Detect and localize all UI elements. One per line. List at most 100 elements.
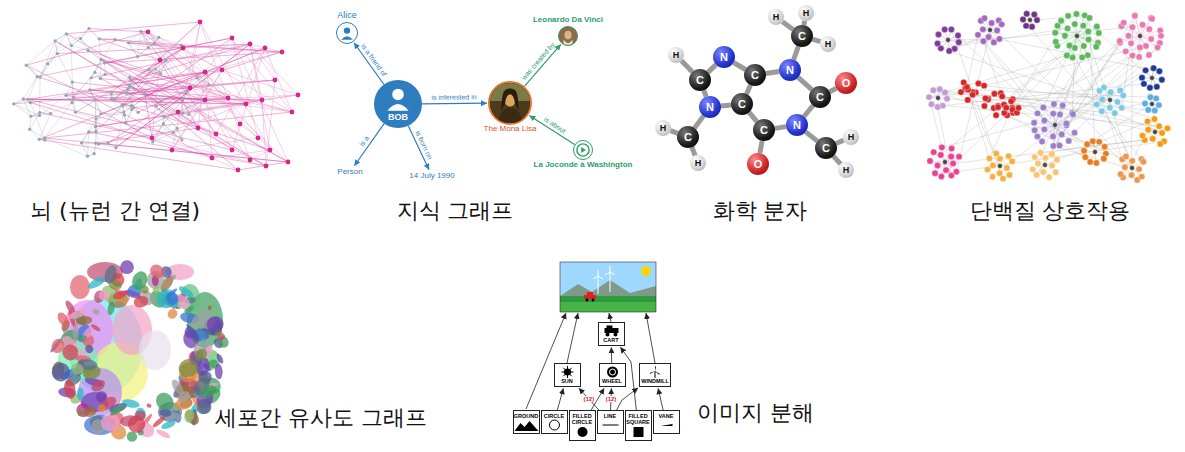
caption: 단백질 상호작용 bbox=[970, 198, 1131, 224]
interaction-line bbox=[1053, 18, 1089, 146]
protein-dot bbox=[1147, 94, 1153, 100]
path-shape bbox=[660, 424, 672, 426]
atom-symbol: C bbox=[751, 70, 759, 81]
neuron-dot bbox=[38, 114, 41, 117]
literal-node: Person bbox=[336, 167, 363, 178]
protein-dot bbox=[1009, 158, 1015, 164]
protein-dot bbox=[950, 160, 956, 166]
neuron-dot bbox=[163, 115, 166, 118]
cell-cluster bbox=[102, 264, 118, 285]
interaction-line bbox=[1099, 142, 1132, 168]
circle-shape bbox=[641, 266, 651, 276]
interaction-line bbox=[1038, 57, 1082, 163]
cell-cluster bbox=[49, 337, 66, 356]
atom-symbol: C bbox=[738, 99, 746, 110]
part-icon bbox=[640, 366, 670, 378]
neuron-link bbox=[190, 88, 228, 98]
protein-dot bbox=[948, 26, 954, 32]
atom-circle: H bbox=[668, 47, 684, 63]
cell-cluster bbox=[129, 269, 150, 292]
neuron-dot bbox=[210, 156, 215, 161]
neuron-link bbox=[265, 48, 292, 112]
protein-dot bbox=[991, 91, 997, 97]
neuron-dot bbox=[273, 78, 278, 83]
edge-label: is interested in bbox=[431, 94, 478, 101]
protein-dot bbox=[1042, 155, 1048, 161]
protein-dot bbox=[1069, 54, 1075, 60]
rect-shape bbox=[584, 295, 596, 299]
protein-dot bbox=[1008, 98, 1014, 104]
path-shape bbox=[650, 366, 660, 375]
protein-dot bbox=[1129, 158, 1135, 164]
neuron-link bbox=[26, 65, 212, 158]
neuron-dot bbox=[260, 98, 265, 103]
protein-dot bbox=[1112, 110, 1118, 116]
neuron-dot bbox=[106, 141, 109, 144]
composition-line bbox=[567, 313, 578, 363]
interaction-line bbox=[945, 92, 1097, 104]
protein-dot bbox=[985, 34, 991, 40]
cell-cluster bbox=[192, 347, 209, 364]
part-box: FILLED CIRCLE bbox=[569, 410, 596, 441]
neuron-dot bbox=[64, 94, 67, 97]
neuron-dot bbox=[126, 88, 129, 91]
protein-dot bbox=[1096, 139, 1102, 145]
protein-dot bbox=[1159, 77, 1165, 83]
neuron-dot bbox=[93, 71, 96, 74]
cell-cluster bbox=[63, 379, 78, 400]
protein-dot bbox=[995, 104, 1001, 110]
protein-dot bbox=[932, 170, 938, 176]
protein-dot bbox=[928, 101, 934, 107]
protein-dot bbox=[1150, 65, 1156, 71]
entity-circle: La Joconde à Washington bbox=[573, 140, 593, 160]
neuron-link bbox=[96, 48, 183, 131]
atom-symbol: H bbox=[773, 13, 780, 22]
neuron-dot bbox=[162, 122, 165, 125]
protein-dot bbox=[1081, 43, 1087, 49]
interaction-line bbox=[1072, 70, 1145, 113]
neuron-link bbox=[160, 60, 198, 128]
protein-dot bbox=[1158, 33, 1164, 39]
atom-circle: O bbox=[747, 153, 769, 175]
protein-dot bbox=[1058, 18, 1064, 24]
protein-dot bbox=[1145, 107, 1151, 113]
neuron-dot bbox=[187, 113, 190, 116]
neuron-dot bbox=[103, 61, 106, 64]
neuron-dot bbox=[214, 132, 219, 137]
brain-network bbox=[12, 20, 300, 173]
protein-dot bbox=[975, 32, 981, 38]
cell-cluster bbox=[152, 389, 177, 414]
neuron-link bbox=[45, 138, 88, 156]
neuron-dot bbox=[147, 68, 150, 71]
neuron-dot bbox=[244, 102, 249, 107]
neuron-dot bbox=[113, 98, 116, 101]
part-label: VANE bbox=[654, 413, 679, 419]
entity-icon bbox=[490, 83, 530, 123]
neuron-link bbox=[66, 34, 288, 162]
protein-dot bbox=[1034, 133, 1040, 139]
interaction-line bbox=[997, 30, 1142, 176]
interaction-line bbox=[1067, 68, 1154, 125]
neuron-dot bbox=[256, 136, 261, 141]
protein-dot bbox=[1154, 84, 1160, 90]
part-label: WHEEL bbox=[600, 378, 625, 384]
protein-dot bbox=[1149, 16, 1155, 22]
cell-cluster bbox=[215, 353, 224, 365]
interaction-line bbox=[1004, 105, 1122, 160]
circle-shape bbox=[392, 89, 404, 101]
neuron-link bbox=[30, 129, 39, 139]
entity-label: The Mona Lisa bbox=[484, 125, 537, 134]
protein-dot bbox=[927, 158, 933, 164]
caption: 이미지 분해 bbox=[697, 400, 814, 426]
protein-dot bbox=[1132, 12, 1138, 18]
neuron-dot bbox=[238, 122, 243, 127]
atom-symbol: H bbox=[660, 124, 667, 133]
cell-cluster bbox=[133, 295, 150, 309]
neuron-dot bbox=[71, 81, 74, 84]
neuron-dot bbox=[136, 111, 139, 114]
protein-dot bbox=[1054, 157, 1060, 163]
cell-cluster bbox=[119, 259, 136, 276]
circle-shape bbox=[577, 427, 587, 437]
neuron-dot bbox=[248, 42, 253, 47]
literal-node: 14 July 1990 bbox=[408, 171, 455, 182]
